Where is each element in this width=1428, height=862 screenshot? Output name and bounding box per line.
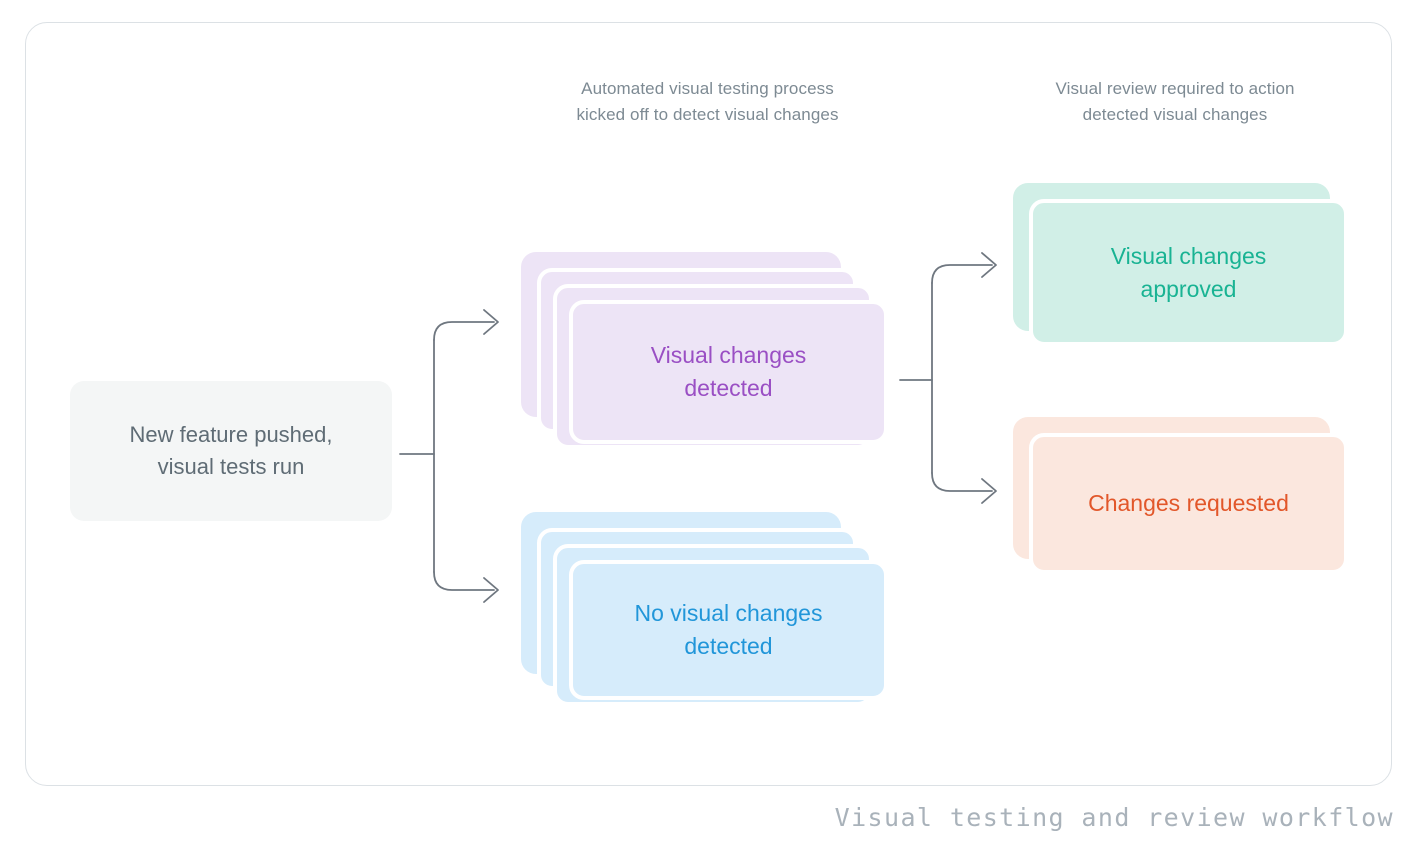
card-visual-changes-approved-label[interactable]: Visual changes approved	[1029, 199, 1348, 346]
node-visual-changes-detected[interactable]: Visual changes detected	[521, 252, 888, 449]
node-changes-requested[interactable]: Changes requested	[1013, 417, 1348, 574]
node-no-visual-changes-detected[interactable]: No visual changes detected	[521, 512, 888, 706]
card-no-visual-changes-detected-label[interactable]: No visual changes detected	[569, 560, 888, 700]
figure-caption: Visual testing and review workflow	[834, 803, 1394, 832]
card-visual-changes-detected-label[interactable]: Visual changes detected	[569, 300, 888, 444]
node-visual-changes-approved[interactable]: Visual changes approved	[1013, 183, 1348, 346]
edge-start-to-no-changes-detected	[433, 571, 495, 591]
arrowhead-changes-requested	[981, 478, 997, 504]
card-changes-requested-label[interactable]: Changes requested	[1029, 433, 1348, 574]
edge-start-to-changes-detected	[433, 321, 495, 341]
node-new-feature-pushed[interactable]: New feature pushed, visual tests run	[70, 381, 392, 521]
edge-detected-to-requested	[931, 472, 993, 492]
arrowhead-changes-detected	[483, 309, 499, 335]
edge-detected-to-approved	[931, 264, 993, 284]
arrowhead-no-changes-detected	[483, 577, 499, 603]
column-caption-automated-testing: Automated visual testing process kicked …	[576, 79, 839, 124]
arrowhead-changes-approved	[981, 252, 997, 278]
column-caption-visual-review: Visual review required to action detecte…	[1055, 79, 1295, 124]
